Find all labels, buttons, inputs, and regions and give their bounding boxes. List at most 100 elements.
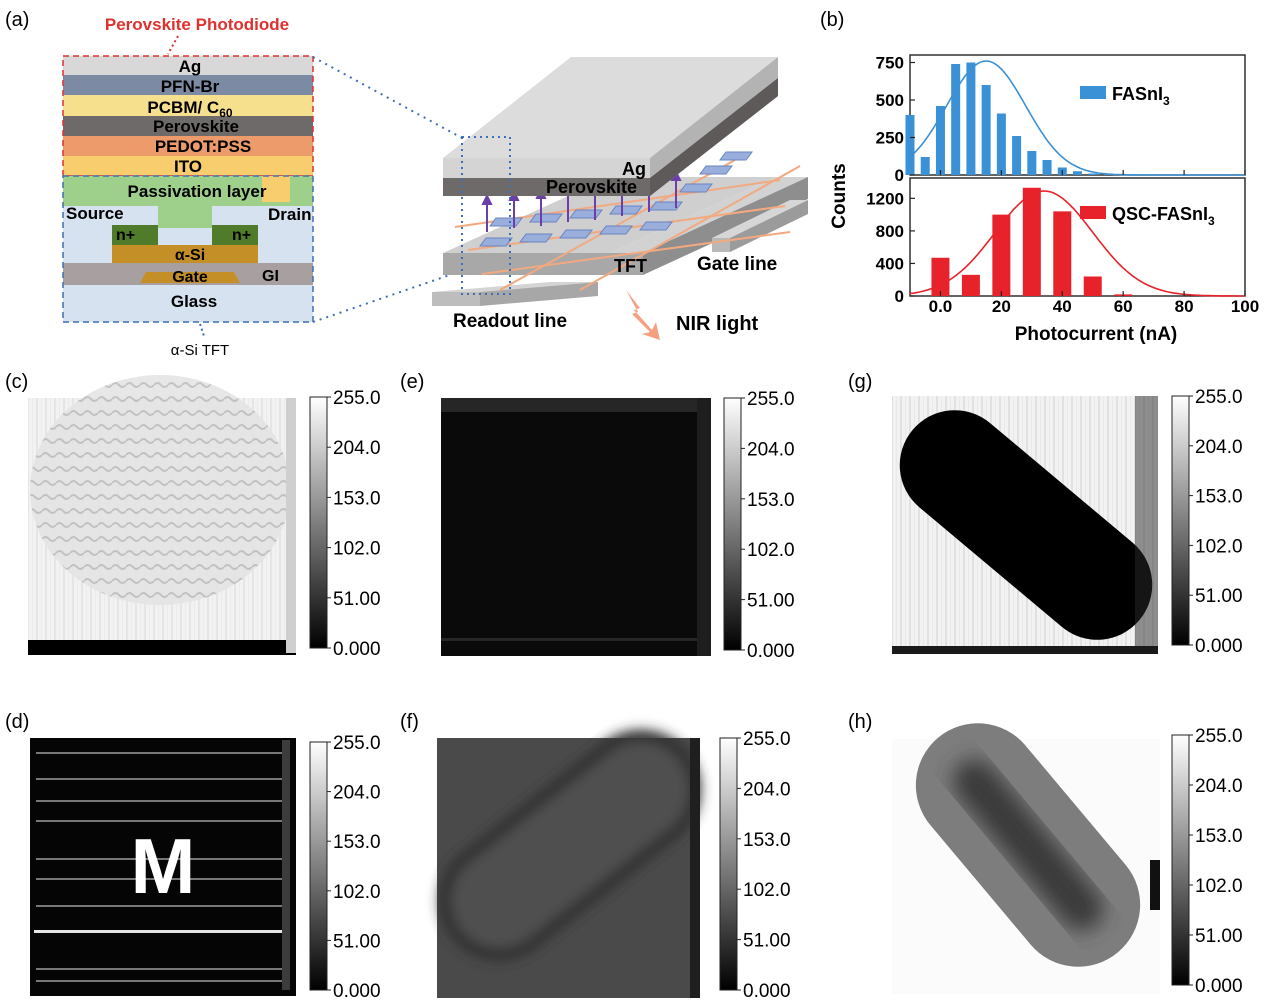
perovskite-layer-front bbox=[443, 178, 650, 196]
colorbar-tick-label: 153.0 bbox=[333, 488, 381, 509]
device-3d: Ag Perovskite TFT Gate line Readout line… bbox=[432, 57, 808, 340]
nir-light-icon bbox=[626, 290, 660, 340]
colorbar-tick-label: 51.00 bbox=[333, 589, 381, 610]
layer-asi bbox=[112, 245, 258, 263]
x-tick-label: 60 bbox=[1114, 297, 1133, 316]
layer-ito bbox=[63, 156, 313, 176]
panel-label-h: (h) bbox=[848, 711, 872, 733]
histogram-bar bbox=[1088, 173, 1098, 175]
legend-swatch bbox=[1080, 86, 1106, 99]
colorbar-tick-label: 255.0 bbox=[747, 389, 795, 410]
y-tick-label: 750 bbox=[876, 54, 904, 73]
gaussian-fit-line bbox=[909, 60, 1245, 176]
histogram-bar bbox=[996, 113, 1006, 175]
colorbars: 255.0 204.0 153.0 102.0 51.00 0.000 255.0 204.0… bbox=[309, 387, 1243, 1002]
legend-label: FASnI3 bbox=[1112, 84, 1170, 108]
histogram-bar bbox=[905, 115, 915, 175]
colorbar-gradient bbox=[1171, 734, 1190, 986]
colorbar-tick-label: 102.0 bbox=[333, 882, 381, 903]
legend-label: QSC-FASnI3 bbox=[1112, 204, 1215, 228]
colorbar-gradient bbox=[719, 737, 738, 991]
colorbar-tick-label: 51.00 bbox=[1195, 586, 1243, 607]
colorbar-tick-label: 255.0 bbox=[743, 729, 791, 750]
histogram-bar bbox=[981, 85, 991, 175]
colorbar-tick-label: 51.00 bbox=[743, 931, 791, 952]
x-tick-label: 40 bbox=[1053, 297, 1072, 316]
label-perovskite: Perovskite bbox=[153, 117, 239, 136]
photodiode-top bbox=[443, 57, 778, 158]
histogram-bar bbox=[992, 214, 1011, 296]
histogram-bar bbox=[935, 106, 945, 175]
y-tick-label: 0 bbox=[895, 287, 904, 306]
layer-pfnbr bbox=[63, 75, 313, 95]
panel-label-c: (c) bbox=[5, 371, 28, 393]
tft-title: α-Si TFT bbox=[171, 342, 229, 359]
label-ito: ITO bbox=[174, 157, 202, 176]
label-pedot: PEDOT:PSS bbox=[155, 137, 251, 156]
x-tick-label: 100 bbox=[1231, 297, 1259, 316]
label-ag: Ag bbox=[179, 57, 202, 76]
histogram-bar bbox=[1012, 136, 1022, 175]
y-tick-label: 800 bbox=[876, 222, 904, 241]
layer-gate bbox=[140, 272, 240, 283]
colorbar-gradient bbox=[1171, 395, 1190, 646]
image-panel-g bbox=[892, 396, 1158, 654]
histogram-bar bbox=[1073, 171, 1082, 175]
layer-perovskite bbox=[63, 116, 313, 136]
pixel-array bbox=[479, 151, 753, 247]
y-tick-label: 500 bbox=[876, 91, 904, 110]
colorbar-tick-label: 0.000 bbox=[1195, 976, 1243, 997]
image-panel-f bbox=[437, 729, 701, 998]
colorbar-tick-label: 102.0 bbox=[1195, 536, 1243, 557]
colorbar-tick-label: 204.0 bbox=[1195, 776, 1243, 797]
colorbar-tick-label: 204.0 bbox=[333, 438, 381, 459]
colorbar-4: 255.0 204.0 153.0 102.0 51.00 0.000 bbox=[719, 729, 791, 1002]
colorbar-tick-label: 204.0 bbox=[747, 439, 795, 460]
label-glass: Glass bbox=[171, 292, 217, 311]
panel-label-a: (a) bbox=[5, 9, 29, 31]
label-nplus-right: n+ bbox=[232, 227, 251, 244]
layer-pedot bbox=[63, 136, 313, 156]
x-tick-label: 20 bbox=[992, 297, 1011, 316]
layer-pcbm bbox=[63, 95, 313, 116]
colorbar-tick-label: 153.0 bbox=[743, 830, 791, 851]
chart-ylabel: Counts bbox=[829, 163, 850, 228]
label-pcbm: PCBM/ C60 bbox=[147, 98, 232, 120]
colorbar-gradient bbox=[309, 396, 328, 649]
device-label-perovskite: Perovskite bbox=[546, 177, 637, 197]
colorbar-tick-label: 102.0 bbox=[747, 540, 795, 561]
layer-stack: Perovskite Photodiode Ag PFN-Br PCBM/ C6… bbox=[62, 15, 471, 359]
colorbar-tick-label: 0.000 bbox=[1195, 636, 1243, 657]
colorbar-tick-label: 51.00 bbox=[333, 931, 381, 952]
stack-title: Perovskite Photodiode bbox=[105, 15, 289, 34]
colorbar-tick-label: 204.0 bbox=[743, 779, 791, 800]
y-tick-label: 250 bbox=[876, 129, 904, 148]
histogram-bar bbox=[920, 157, 930, 175]
colorbar-tick-label: 0.000 bbox=[743, 981, 791, 1002]
panel-label-e: (e) bbox=[400, 371, 424, 393]
label-passivation: Passivation layer bbox=[128, 182, 267, 201]
label-gate: Gate bbox=[172, 269, 208, 286]
histogram-bar bbox=[966, 62, 976, 175]
colorbar-tick-label: 255.0 bbox=[333, 388, 381, 409]
capsule-black bbox=[899, 410, 1153, 640]
device-label-gate-line: Gate line bbox=[697, 254, 777, 275]
colorbar-tick-label: 0.000 bbox=[333, 981, 381, 1002]
fingerprint-image bbox=[30, 375, 290, 605]
label-drain: Drain bbox=[268, 205, 311, 224]
colorbar-tick-label: 255.0 bbox=[333, 733, 381, 754]
colorbar-tick-label: 0.000 bbox=[333, 639, 381, 660]
image-panel-e bbox=[441, 398, 711, 656]
colorbar-tick-label: 51.00 bbox=[747, 591, 795, 612]
colorbar-tick-label: 102.0 bbox=[743, 880, 791, 901]
colorbar-tick-label: 153.0 bbox=[747, 490, 795, 511]
colorbar-tick-label: 153.0 bbox=[1195, 826, 1243, 847]
